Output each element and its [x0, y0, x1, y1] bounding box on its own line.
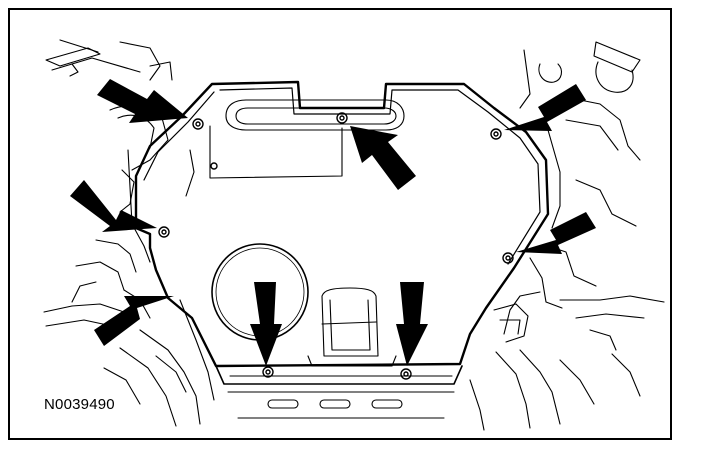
arrow-to-fastener-mid-left	[70, 180, 157, 232]
underbody-slot-2	[319, 399, 351, 409]
arrow-to-fastener-mid-right	[516, 212, 596, 254]
arrow-to-fastener-upper-center	[350, 126, 416, 190]
upper-slot-opening	[225, 99, 405, 131]
fastener-upper-center	[336, 112, 348, 124]
fastener-mid-left	[158, 226, 170, 238]
lower-rail	[215, 365, 463, 385]
fastener-upper-right	[490, 128, 502, 140]
underbody-slot-1	[267, 399, 299, 409]
callout-arrows	[70, 79, 596, 366]
lower-center-box	[321, 287, 379, 357]
right-chassis-structure	[469, 41, 665, 431]
arrow-to-shield-left-edge	[94, 296, 174, 346]
shield-inner-flange	[219, 87, 541, 265]
left-chassis-structure	[43, 39, 215, 427]
figure-id-label: N0039490	[44, 396, 115, 413]
underbody-slot-3	[371, 399, 403, 409]
upper-panel	[209, 125, 343, 179]
arrow-to-fastener-bottom-right	[396, 282, 428, 366]
fastener-panel-corner	[210, 162, 218, 170]
fastener-upper-left	[192, 118, 204, 130]
fasteners	[158, 112, 514, 380]
fastener-bottom-right	[400, 368, 412, 380]
arrow-to-fastener-upper-left	[97, 79, 188, 123]
arrow-to-fastener-upper-right	[504, 84, 586, 131]
fastener-bottom-left	[262, 366, 274, 378]
fastener-mid-right	[502, 252, 514, 264]
arrow-to-fastener-bottom-left	[250, 282, 282, 366]
